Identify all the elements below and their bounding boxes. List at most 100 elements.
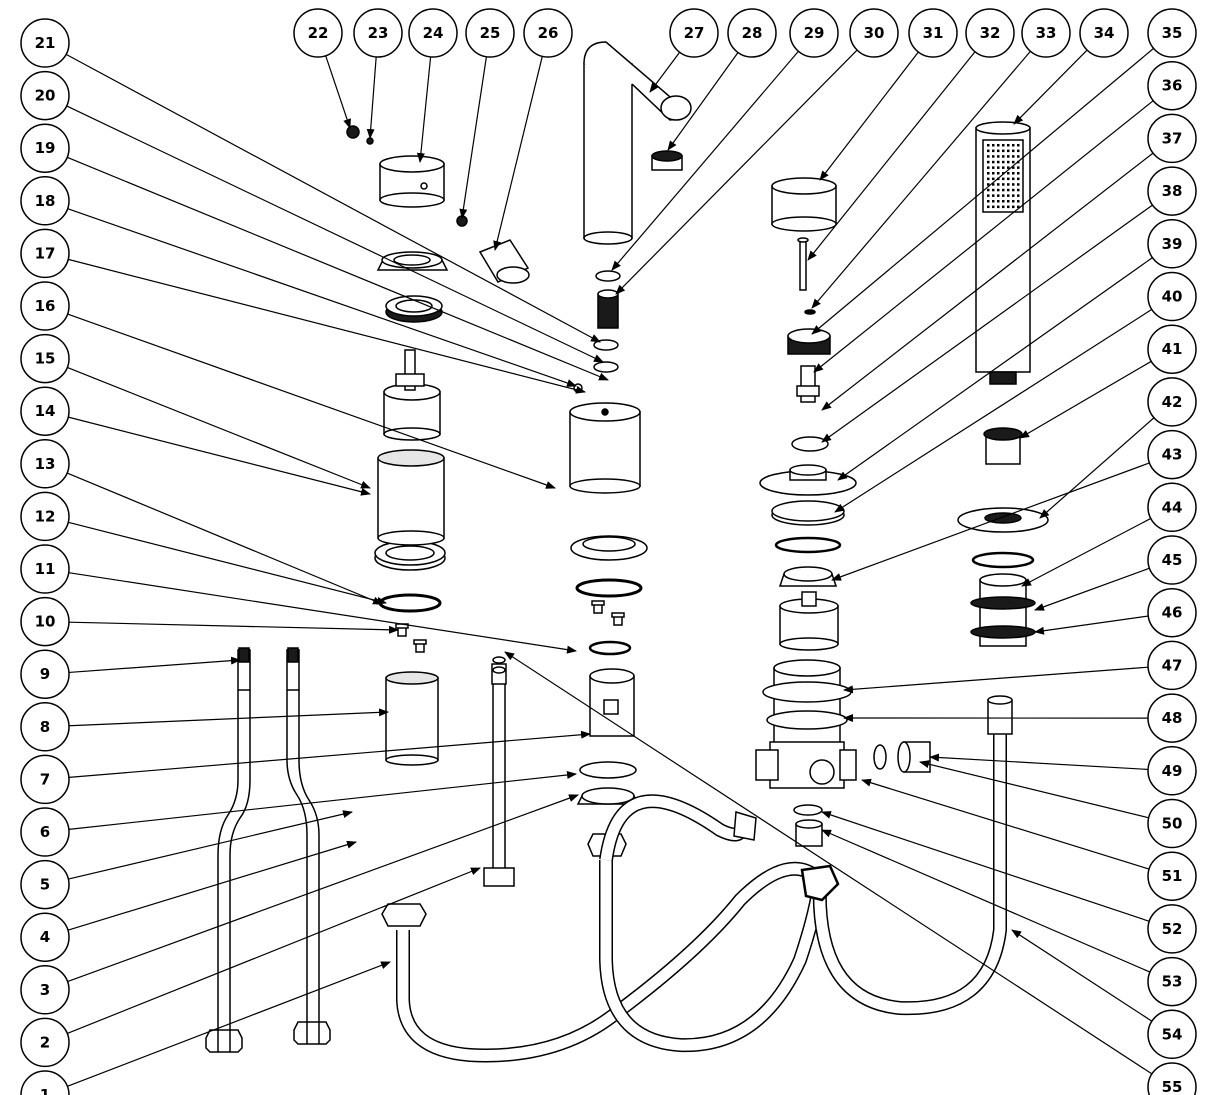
leader-line-46 bbox=[1035, 616, 1148, 632]
leader-line-14 bbox=[68, 417, 370, 494]
screw-pair-left bbox=[396, 624, 426, 652]
diverter-knob bbox=[772, 178, 836, 290]
cartridge bbox=[384, 350, 440, 440]
leader-line-41 bbox=[1020, 361, 1151, 438]
shower-nozzle-dot bbox=[987, 150, 990, 153]
leader-line-52 bbox=[822, 812, 1149, 921]
callout-number-49: 49 bbox=[1162, 762, 1183, 780]
shower-nozzle-dot bbox=[1002, 183, 1005, 186]
callout-15: 15 bbox=[21, 335, 69, 383]
shower-nozzle-dot bbox=[987, 144, 990, 147]
callout-41: 41 bbox=[1148, 325, 1196, 373]
callout-12: 12 bbox=[21, 492, 69, 540]
leader-line-20 bbox=[67, 106, 603, 362]
callout-number-26: 26 bbox=[538, 24, 559, 42]
diverter-flanges bbox=[760, 465, 856, 586]
leader-line-18 bbox=[68, 209, 576, 386]
callout-number-13: 13 bbox=[35, 455, 56, 473]
callout-number-43: 43 bbox=[1162, 446, 1183, 464]
callout-number-50: 50 bbox=[1162, 815, 1183, 833]
leader-line-13 bbox=[67, 473, 382, 604]
shower-nozzle-dot bbox=[1012, 161, 1015, 164]
callout-34: 34 bbox=[1080, 9, 1128, 57]
callout-number-54: 54 bbox=[1162, 1025, 1183, 1043]
callout-number-45: 45 bbox=[1162, 551, 1183, 569]
callout-number-14: 14 bbox=[35, 402, 56, 420]
callout-42: 42 bbox=[1148, 378, 1196, 426]
callout-number-55: 55 bbox=[1162, 1078, 1183, 1095]
callout-number-36: 36 bbox=[1162, 77, 1183, 95]
callout-number-11: 11 bbox=[35, 560, 56, 578]
leader-line-25 bbox=[462, 57, 486, 218]
callout-10: 10 bbox=[21, 598, 69, 646]
callout-46: 46 bbox=[1148, 589, 1196, 637]
callout-number-47: 47 bbox=[1162, 656, 1183, 674]
callout-28: 28 bbox=[728, 9, 776, 57]
callout-7: 7 bbox=[21, 755, 69, 803]
callout-30: 30 bbox=[850, 9, 898, 57]
shower-nozzle-dot bbox=[992, 150, 995, 153]
shower-nozzle-dot bbox=[1007, 183, 1010, 186]
leader-line-12 bbox=[68, 522, 386, 603]
shower-nozzle-dot bbox=[1007, 178, 1010, 181]
callout-11: 11 bbox=[21, 545, 69, 593]
shroud-cap bbox=[378, 252, 447, 270]
shower-nozzle-dot bbox=[1017, 200, 1020, 203]
shower-nozzle-dot bbox=[1017, 194, 1020, 197]
callout-number-42: 42 bbox=[1162, 393, 1183, 411]
leader-line-45 bbox=[1035, 568, 1149, 610]
shower-nozzle-dot bbox=[1002, 178, 1005, 181]
side-nut bbox=[874, 742, 930, 772]
shower-nozzle-dot bbox=[1007, 172, 1010, 175]
callout-number-30: 30 bbox=[864, 24, 885, 42]
callout-number-7: 7 bbox=[40, 770, 50, 788]
lever-handle bbox=[380, 156, 444, 207]
leader-line-11 bbox=[69, 573, 576, 651]
callout-50: 50 bbox=[1148, 800, 1196, 848]
shower-nozzle-dot bbox=[987, 189, 990, 192]
callout-number-2: 2 bbox=[40, 1033, 50, 1051]
leader-line-7 bbox=[69, 734, 590, 777]
shower-nozzle-dot bbox=[1007, 206, 1010, 209]
shower-nozzle-dot bbox=[987, 155, 990, 158]
shower-nozzle-dot bbox=[997, 161, 1000, 164]
leader-line-21 bbox=[66, 54, 600, 342]
callout-35: 35 bbox=[1148, 9, 1196, 57]
shower-nozzle-dot bbox=[1007, 194, 1010, 197]
shower-nozzle-dot bbox=[987, 178, 990, 181]
shower-nozzle-dot bbox=[1012, 189, 1015, 192]
spout-nuts bbox=[578, 762, 638, 804]
callout-number-27: 27 bbox=[684, 24, 705, 42]
callout-14: 14 bbox=[21, 387, 69, 435]
spout-column bbox=[570, 403, 640, 493]
hand-shower-holder bbox=[958, 428, 1048, 646]
callout-number-48: 48 bbox=[1162, 709, 1183, 727]
shower-nozzle-dot bbox=[1007, 189, 1010, 192]
callout-51: 51 bbox=[1148, 852, 1196, 900]
shower-nozzle-dot bbox=[992, 206, 995, 209]
shower-nozzle-dot bbox=[992, 144, 995, 147]
callout-number-21: 21 bbox=[35, 34, 56, 52]
shower-nozzle-dot bbox=[1012, 172, 1015, 175]
callout-17: 17 bbox=[21, 229, 69, 277]
callout-number-6: 6 bbox=[40, 823, 50, 841]
leader-line-9 bbox=[69, 660, 240, 672]
diverter-spindle bbox=[788, 310, 830, 451]
callout-number-33: 33 bbox=[1036, 24, 1057, 42]
shower-nozzle-dot bbox=[997, 206, 1000, 209]
callout-54: 54 bbox=[1148, 1010, 1196, 1058]
callout-number-1: 1 bbox=[40, 1086, 50, 1095]
leader-line-50 bbox=[920, 762, 1149, 818]
shower-nozzle-dot bbox=[1017, 178, 1020, 181]
callout-32: 32 bbox=[966, 9, 1014, 57]
callout-number-25: 25 bbox=[480, 24, 501, 42]
shower-nozzle-dot bbox=[1002, 161, 1005, 164]
shower-nozzle-dot bbox=[1017, 155, 1020, 158]
leader-line-43 bbox=[832, 463, 1149, 580]
callout-40: 40 bbox=[1148, 273, 1196, 321]
valve-sleeve bbox=[378, 450, 444, 545]
shower-nozzle-dot bbox=[987, 161, 990, 164]
shower-nozzle-dot bbox=[992, 161, 995, 164]
shower-nozzle-dot bbox=[992, 194, 995, 197]
